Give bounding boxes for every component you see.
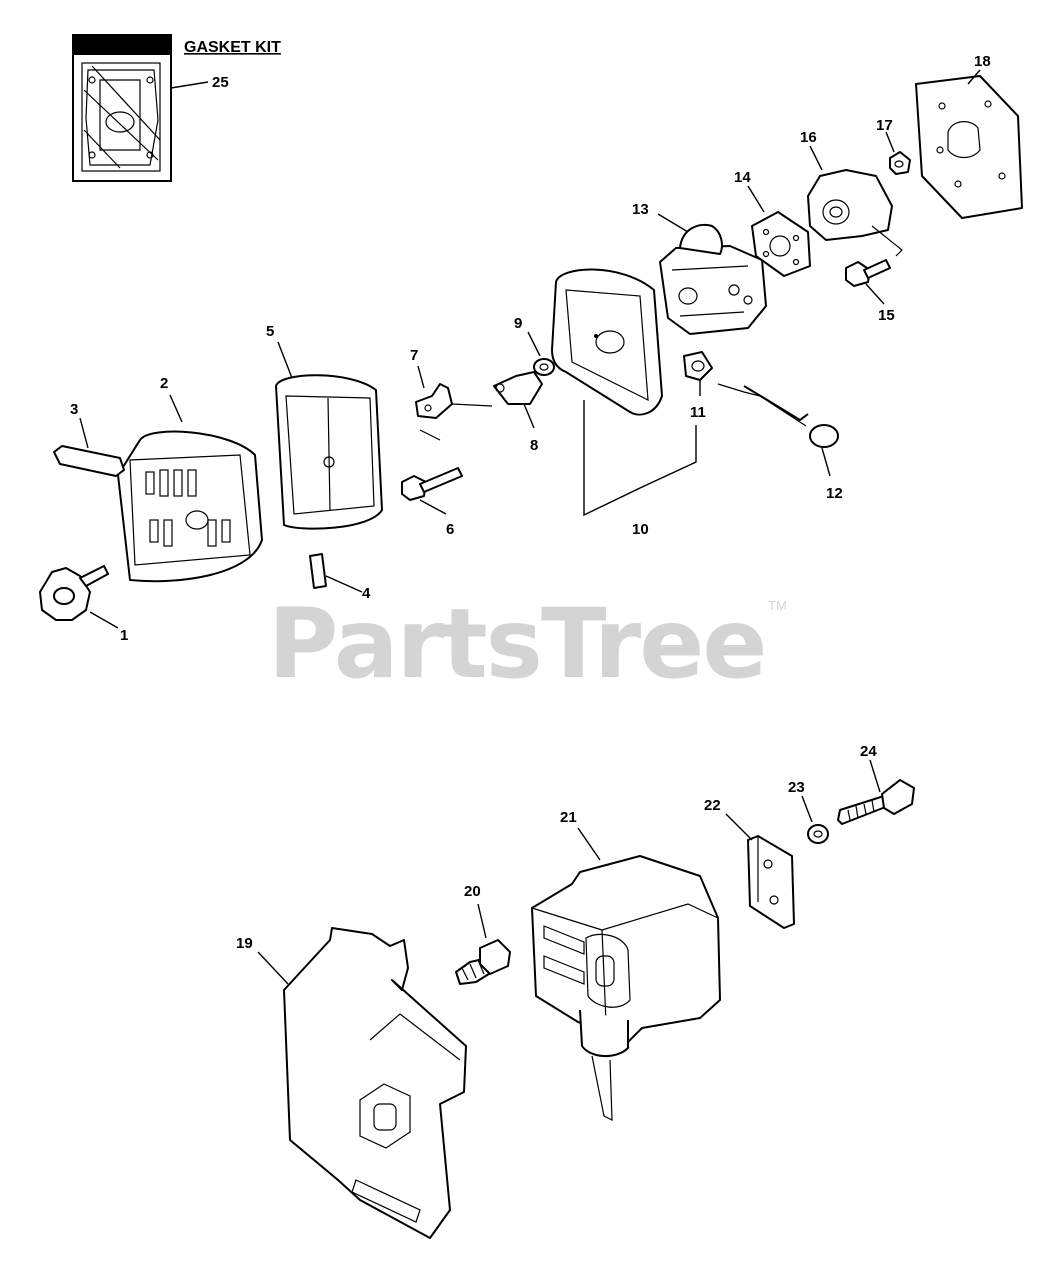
part-14-carb-gasket <box>747 185 811 277</box>
part-22-plate <box>725 813 795 929</box>
callout-4: 4 <box>362 585 371 602</box>
callout-9: 9 <box>514 315 522 332</box>
callout-5: 5 <box>266 323 274 340</box>
callout-8: 8 <box>530 437 538 454</box>
part-2-air-cleaner-cover <box>117 394 263 583</box>
callout-6: 6 <box>446 521 454 538</box>
callout-1: 1 <box>120 627 128 644</box>
callout-11: 11 <box>690 404 706 421</box>
callout-7: 7 <box>410 347 418 364</box>
callout-18: 18 <box>974 53 991 70</box>
part-3-choke-lever <box>53 417 125 477</box>
callout-21: 21 <box>560 809 577 826</box>
part-17-nut <box>885 131 911 175</box>
part-21-muffler <box>531 827 721 1121</box>
callout-10: 10 <box>632 521 649 538</box>
callout-23: 23 <box>788 779 805 796</box>
part-23-washer <box>801 795 829 844</box>
callout-15: 15 <box>878 307 895 324</box>
callout-25: 25 <box>212 74 229 91</box>
part-15-bolt <box>845 259 891 305</box>
part-13-carburetor <box>657 213 767 335</box>
gasket-kit-title: GASKET KIT <box>184 39 281 56</box>
part-18-insulator-gasket <box>915 69 1023 219</box>
callout-16: 16 <box>800 129 817 146</box>
part-6-bolt <box>401 467 463 515</box>
part-1-knob <box>39 565 119 629</box>
part-4-filter-pad <box>309 553 363 593</box>
callout-24: 24 <box>860 743 877 760</box>
part-16-insulator <box>807 145 903 257</box>
callout-19: 19 <box>236 935 253 952</box>
part-24-bolt <box>837 759 915 825</box>
gasket-kit-box: GASKET KIT 25 <box>72 34 281 182</box>
part-10-air-cleaner-case <box>551 268 697 517</box>
part-11-grommet <box>683 351 713 396</box>
callout-12: 12 <box>826 485 843 502</box>
callout-2: 2 <box>160 375 168 392</box>
callout-22: 22 <box>704 797 721 814</box>
part-8-choke-shutter <box>493 371 543 429</box>
callout-20: 20 <box>464 883 481 900</box>
part-12-choke-rod <box>717 383 839 477</box>
part-7-choke-plate <box>415 365 493 441</box>
part-5-air-filter <box>275 341 383 530</box>
part-9-washer <box>527 331 555 376</box>
callout-17: 17 <box>876 117 893 134</box>
callout-14: 14 <box>734 169 751 186</box>
callout-13: 13 <box>632 201 649 218</box>
part-20-fitting <box>455 903 511 985</box>
watermark-text: PartsTree <box>268 588 765 700</box>
part-19-muffler-cover <box>257 927 467 1239</box>
callout-3: 3 <box>70 401 78 418</box>
watermark-trademark: TM <box>768 598 787 613</box>
